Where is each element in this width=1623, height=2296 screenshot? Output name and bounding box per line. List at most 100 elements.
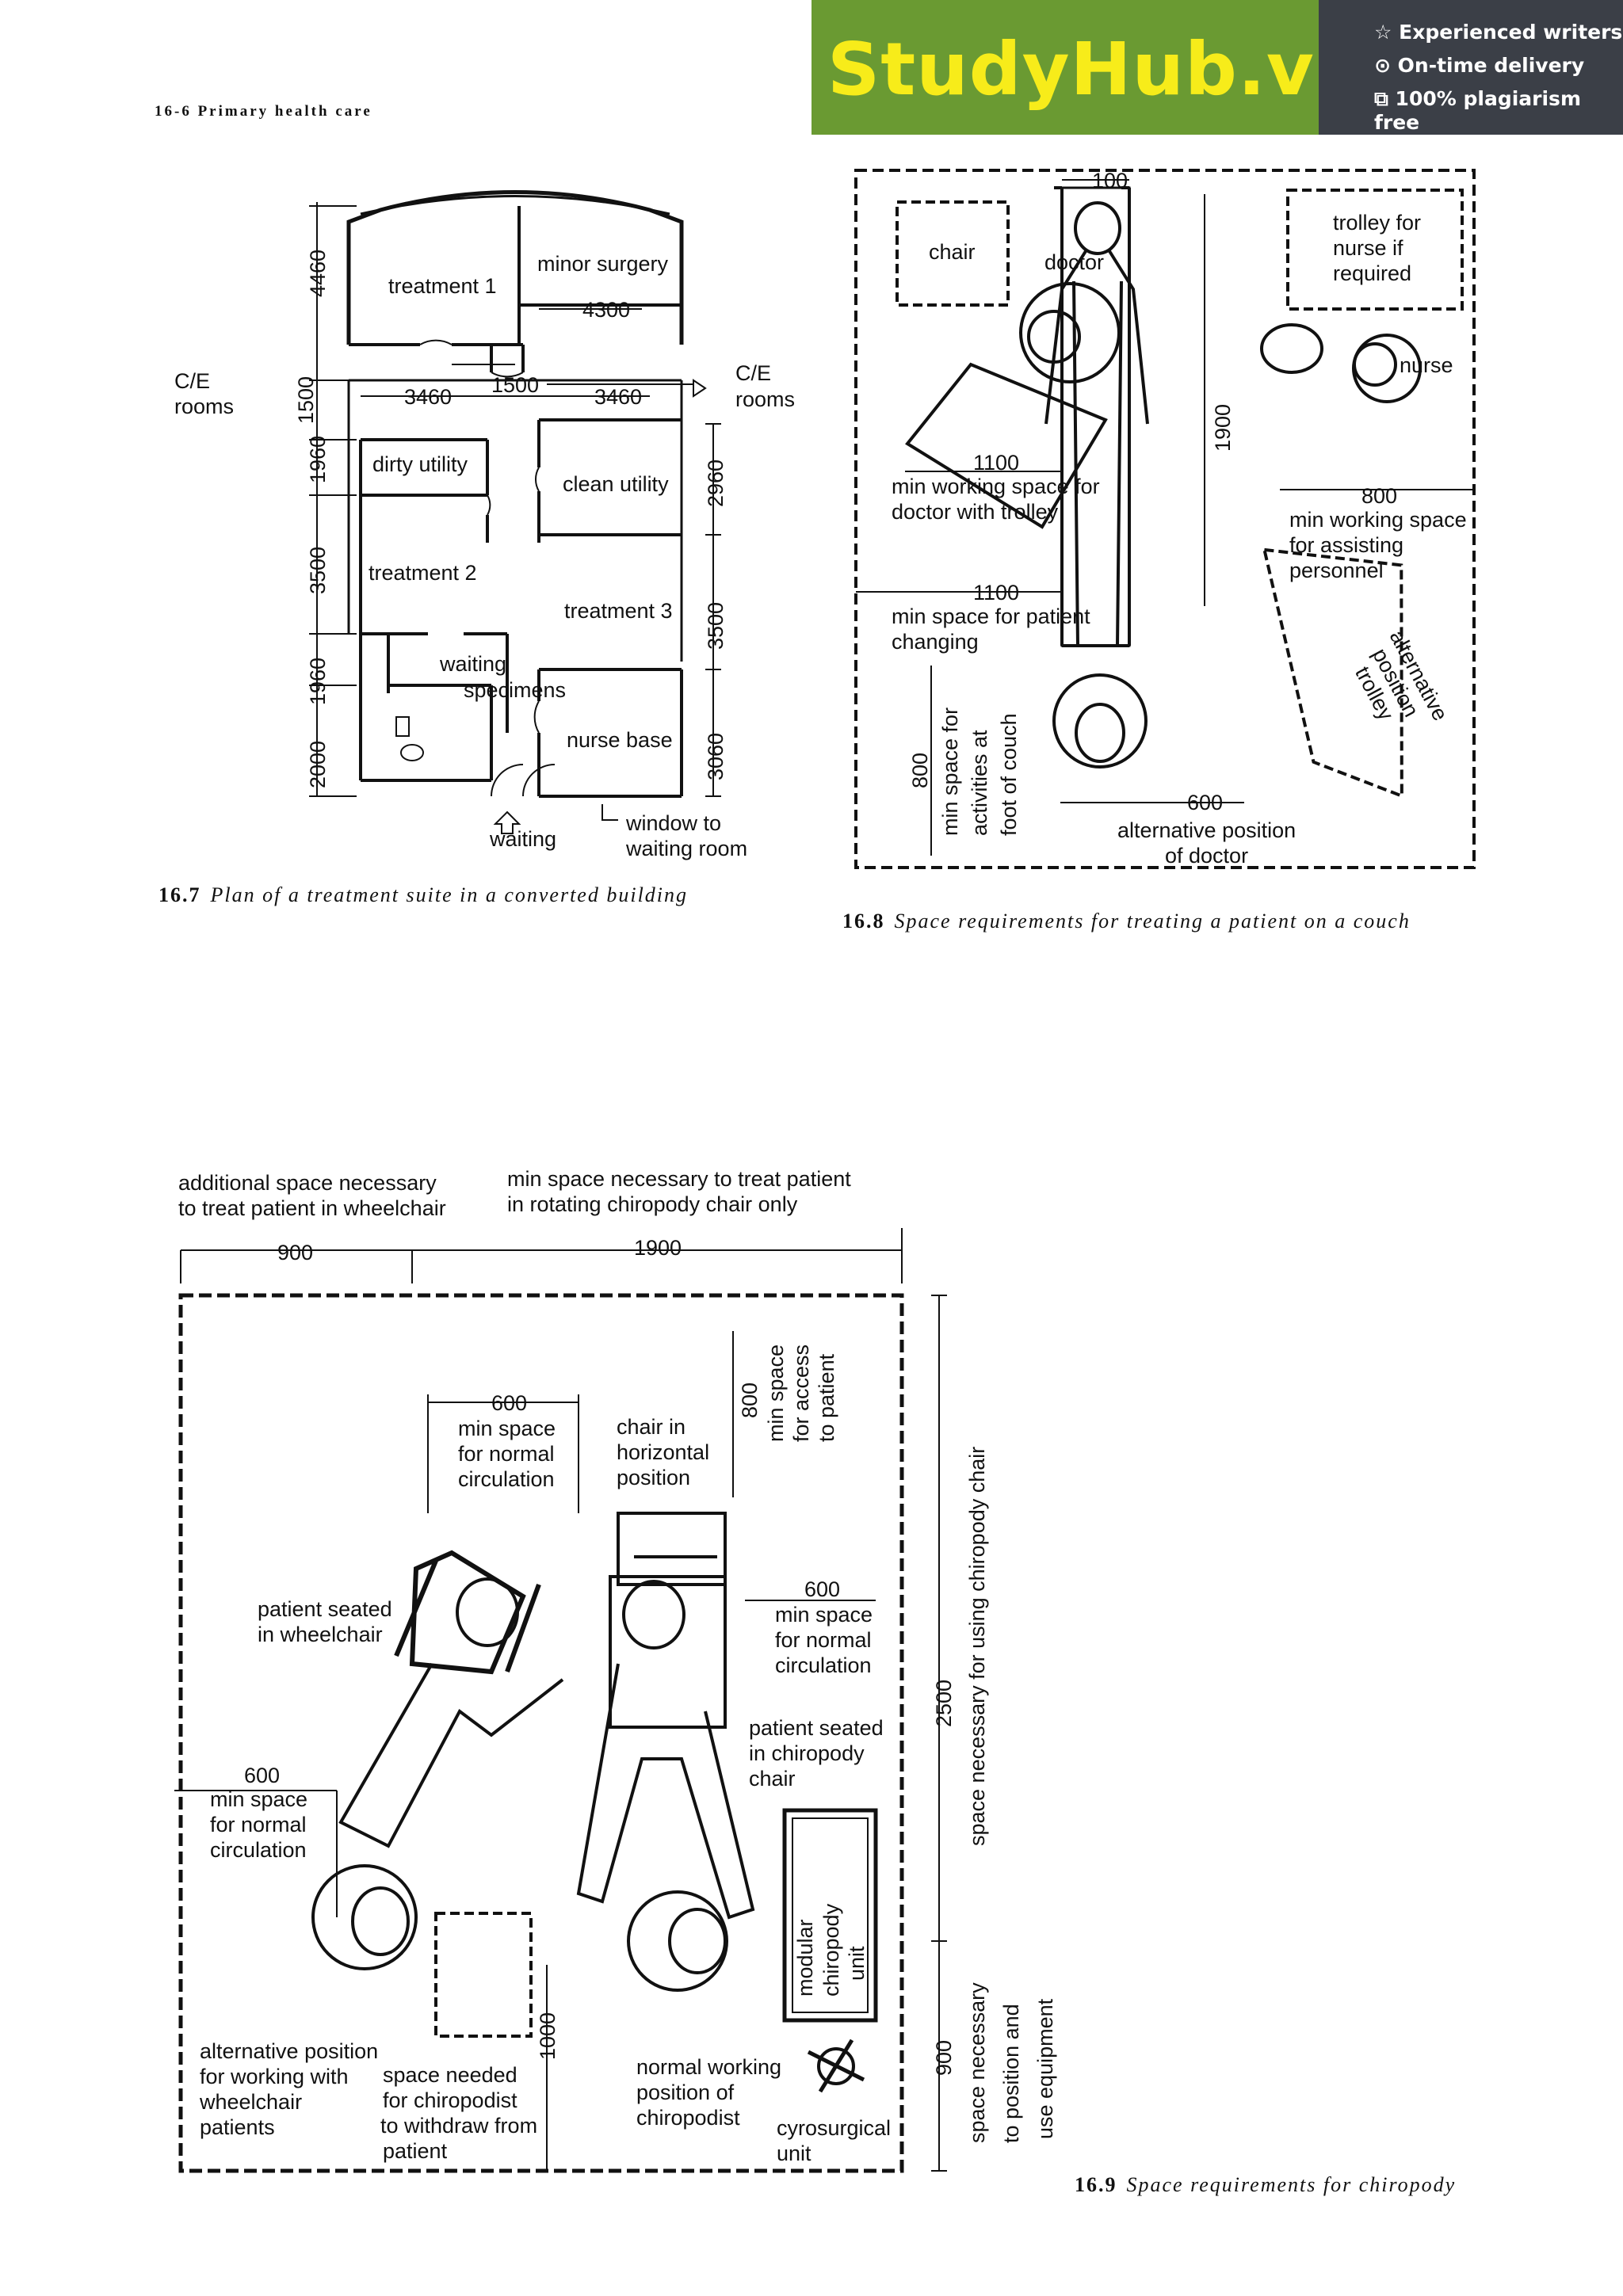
dim-3460-left: 3460 [404, 385, 452, 409]
dim-3060: 3060 [704, 733, 727, 780]
waiting-specimens-1: waiting [439, 652, 506, 676]
dim-1960-top: 1960 [306, 436, 330, 483]
trolley-1: trolley for [1333, 211, 1421, 235]
dim-1960-bottom: 1960 [306, 658, 330, 705]
equip-2: to position and [999, 2004, 1023, 2143]
pw-1: patient seated [258, 1597, 392, 1621]
fig9-caption-text: Space requirements for chiropody [1126, 2173, 1457, 2196]
room-nurse-base: nurse base [567, 728, 673, 752]
window-label-2: waiting room [625, 837, 747, 860]
norm-3: chiropodist [636, 2106, 740, 2130]
dim-1000: 1000 [536, 2012, 559, 2060]
rot-1: min space necessary to treat patient [507, 1167, 851, 1191]
wc-2: to treat patient in wheelchair [178, 1196, 446, 1220]
as-1: min working space [1289, 508, 1467, 532]
dim-600-a: 600 [491, 1391, 527, 1415]
cyro-2: unit [777, 2142, 812, 2165]
as-3: personnel [1289, 559, 1384, 582]
room-treatment-3: treatment 3 [564, 599, 673, 623]
dim-1100-b: 1100 [973, 581, 1019, 605]
fig7-plan: treatment 1 minor surgery 4300 1500 3460… [174, 190, 795, 860]
alt-2: for working with [200, 2065, 349, 2088]
acc-3: to patient [815, 1353, 838, 1442]
equip-3: use equipment [1033, 1998, 1057, 2139]
dim-800-a: 800 [1361, 484, 1397, 508]
room-dirty-utility: dirty utility [372, 452, 468, 476]
fig9-caption: 16.9 Space requirements for chiropody [1075, 2173, 1456, 2197]
dim-1100-a: 1100 [973, 451, 1019, 475]
altdoc-2: of doctor [1165, 844, 1248, 868]
foot-1: min space for [938, 707, 962, 836]
using-chair: space necessary for using chiropody chai… [965, 1447, 989, 1846]
dim-900-b: 900 [932, 2040, 956, 2076]
dim-4460: 4460 [306, 250, 330, 297]
rot-2: in rotating chiropody chair only [507, 1192, 798, 1216]
acc-1: min space [764, 1344, 788, 1442]
circ2-1: min space [775, 1603, 873, 1627]
badge-delivery: ⊙ On-time delivery [1374, 54, 1585, 77]
fig8-caption-num: 16.8 [842, 910, 885, 933]
dim-2500: 2500 [932, 1680, 956, 1727]
badge-plagiarism: ⧉ 100% plagiarism free [1374, 87, 1581, 134]
room-treatment-1: treatment 1 [388, 274, 497, 298]
dim-3460-right: 3460 [594, 385, 642, 409]
fig9-caption-num: 16.9 [1075, 2173, 1117, 2196]
circ2-2: for normal [775, 1628, 872, 1652]
with-4: patient [383, 2139, 448, 2163]
dim-800: 800 [738, 1383, 762, 1418]
circ3-3: circulation [210, 1838, 307, 1862]
label-waiting: waiting [489, 827, 556, 851]
chair-2: horizontal [617, 1440, 709, 1464]
dim-3500-left: 3500 [306, 547, 330, 594]
wc-1: additional space necessary [178, 1171, 437, 1195]
dim-800-b: 800 [908, 753, 932, 788]
pc-1: patient seated [749, 1716, 884, 1740]
alt-3: wheelchair [199, 2090, 302, 2114]
fig7-caption-text: Plan of a treatment suite in a converted… [210, 883, 689, 906]
circ3-1: min space [210, 1787, 307, 1811]
room-treatment-2: treatment 2 [369, 561, 477, 585]
fig9-chiropody-diagram: additional space necessary to treat pati… [174, 1167, 1057, 2173]
label-doctor: doctor [1044, 250, 1104, 274]
circ2-3: circulation [775, 1653, 872, 1677]
dim-1900: 1900 [634, 1236, 682, 1260]
brand-logo[interactable]: StudyHub.vip [812, 0, 1392, 135]
studyhub-banner[interactable]: StudyHub.vip ☆ Experienced writers ⊙ On-… [812, 0, 1623, 135]
dim-100: 100 [1092, 169, 1128, 193]
with-2: for chiropodist [383, 2088, 517, 2112]
mod-3: unit [845, 1946, 869, 1981]
mod-1: modular [793, 1919, 817, 1997]
trolley-3: required [1333, 261, 1411, 285]
trolley-2: nurse if [1333, 236, 1403, 260]
circ1-2: for normal [458, 1442, 555, 1466]
dim-1900: 1900 [1211, 404, 1235, 452]
dim-1500-vert: 1500 [294, 376, 318, 424]
dim-2000: 2000 [306, 741, 330, 788]
cyro-1: cyrosurgical [777, 2116, 891, 2140]
foot-3: foot of couch [997, 713, 1021, 836]
window-label-1: window to [625, 811, 721, 835]
badge-writers: ☆ Experienced writers [1374, 21, 1623, 44]
as-2: for assisting [1289, 533, 1403, 557]
running-head: 16-6 Primary health care [155, 103, 372, 120]
chair-1: chair in [617, 1415, 685, 1439]
altdoc-1: alternative position [1117, 818, 1296, 842]
alt-4: patients [200, 2115, 275, 2139]
fig8-caption-text: Space requirements for treating a patien… [894, 910, 1411, 933]
norm-2: position of [636, 2081, 735, 2104]
pc-2: changing [892, 630, 979, 654]
fig8-caption: 16.8 Space requirements for treating a pa… [842, 910, 1411, 933]
circ1-1: min space [458, 1417, 556, 1440]
alt-1: alternative position [200, 2039, 378, 2063]
ws-1: min working space for [892, 475, 1100, 498]
badges-panel: ☆ Experienced writers ⊙ On-time delivery… [1319, 0, 1623, 135]
ce-left-1: C/E [174, 369, 210, 393]
acc-2: for access [789, 1344, 813, 1442]
ws-2: doctor with trolley [892, 500, 1059, 524]
dim-1500-corridor: 1500 [491, 373, 539, 397]
foot-2: activities at [968, 730, 991, 836]
pc-2: in chiropody [749, 1741, 865, 1765]
pc-1: min space for patient [892, 605, 1090, 628]
room-minor-surgery: minor surgery [537, 252, 669, 276]
dim-4300: 4300 [582, 298, 630, 322]
